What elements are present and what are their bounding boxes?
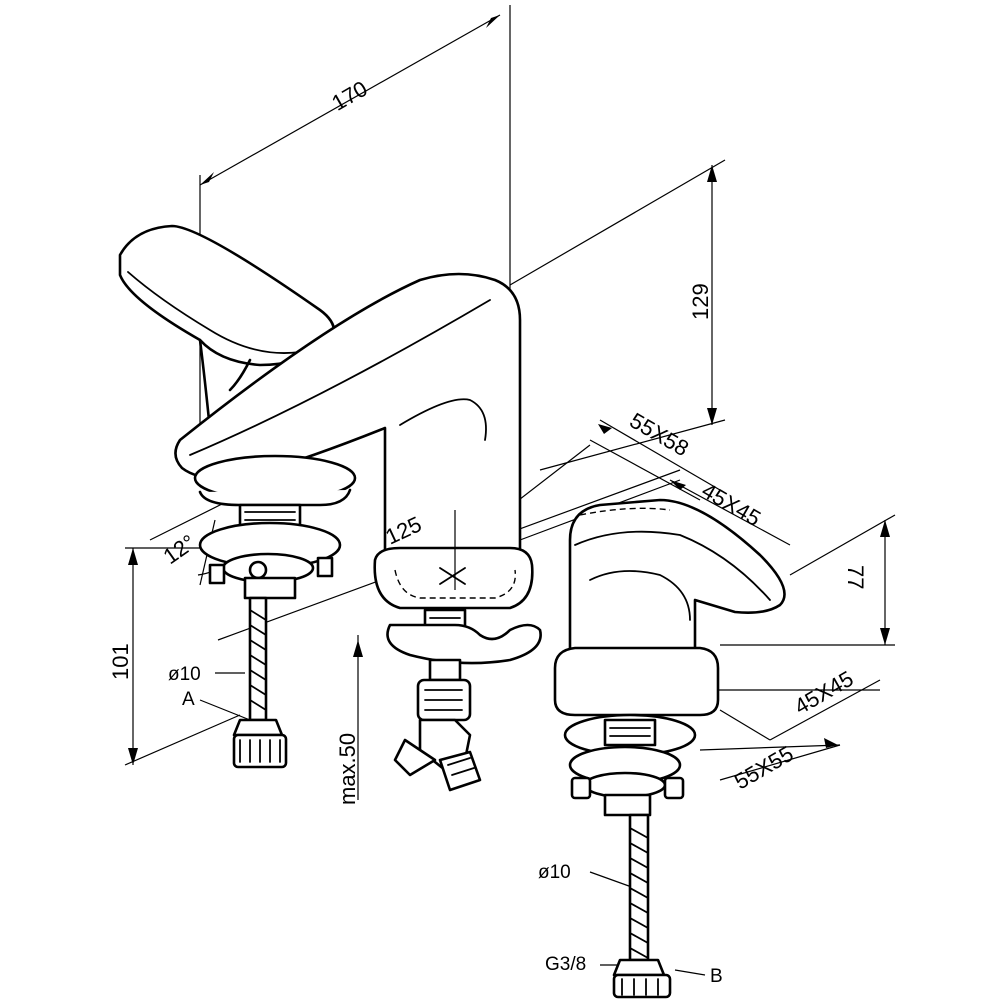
right-valve-assembly — [563, 713, 697, 817]
left-hose — [232, 596, 288, 769]
dimension-129-label: 129 — [688, 283, 713, 320]
callout-labels: ø10 A ø10 G3/8 B — [168, 664, 723, 987]
left-valve-assembly — [193, 454, 357, 600]
right-hose — [612, 813, 672, 999]
dimension-55x58-label: 55X58 — [626, 408, 694, 461]
dimension-12-degree-label: 12° — [159, 530, 201, 570]
hose-diameter-left-label: ø10 — [168, 664, 201, 685]
dimension-max50-label: max.50 — [335, 733, 360, 805]
dimension-77-label: 77 — [843, 565, 868, 589]
hose-diameter-right-label: ø10 — [538, 862, 571, 883]
right-handle — [553, 498, 786, 717]
dimension-101-label: 101 — [108, 643, 133, 680]
center-mount-assembly — [386, 608, 542, 792]
label-b: B — [710, 966, 723, 987]
thread-label: G3/8 — [545, 954, 586, 975]
dimension-lines — [124, 5, 896, 976]
spout-body — [174, 272, 534, 610]
label-a: A — [182, 689, 195, 710]
